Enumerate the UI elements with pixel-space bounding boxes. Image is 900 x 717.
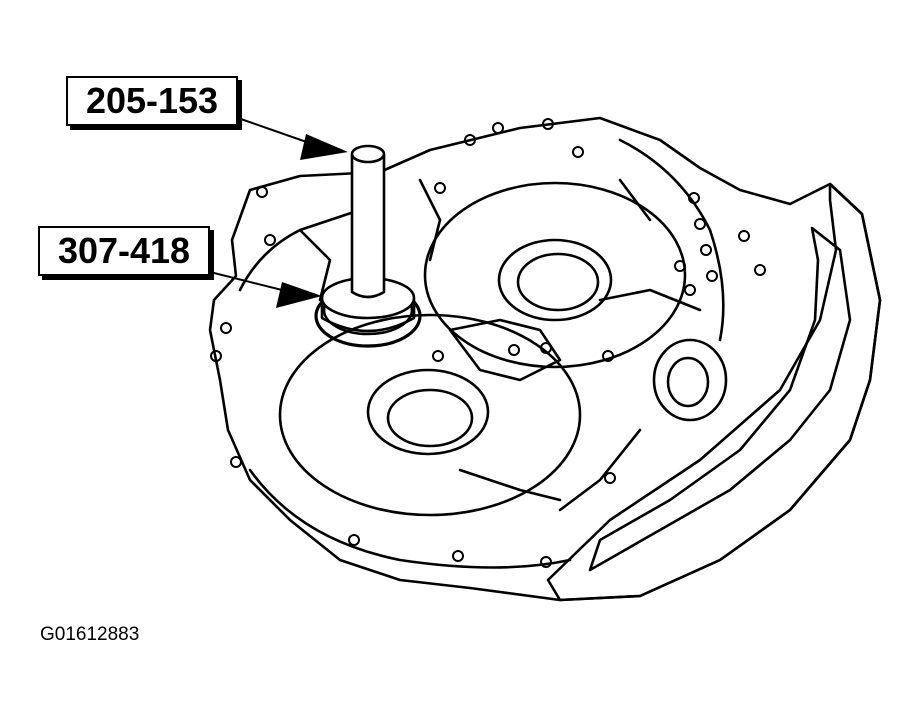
callout-205-153: 205-153 bbox=[66, 76, 238, 126]
lower-bore-mid bbox=[366, 368, 490, 456]
upper-bore-mid bbox=[497, 238, 613, 322]
plate-bore-inner bbox=[666, 356, 710, 408]
callout-label: 307-418 bbox=[57, 230, 191, 271]
callout-label: 205-153 bbox=[85, 80, 219, 121]
arrowhead-upper bbox=[300, 134, 348, 160]
bolt-holes bbox=[210, 118, 766, 568]
upper-bore-inner bbox=[516, 252, 600, 312]
lower-bore-inner bbox=[386, 388, 474, 448]
leader-line-lower bbox=[209, 271, 291, 293]
lower-bore-outer bbox=[278, 313, 582, 517]
side-flange-inner bbox=[588, 226, 852, 572]
plate-bore-outer bbox=[652, 338, 728, 422]
upper-bore-outer bbox=[423, 181, 687, 369]
side-flange-plate bbox=[546, 182, 882, 602]
case-ribs bbox=[298, 178, 702, 512]
callout-307-418: 307-418 bbox=[38, 226, 210, 276]
installer-cup bbox=[320, 298, 416, 333]
driver-handle bbox=[350, 153, 386, 299]
arrowhead-lower bbox=[276, 282, 322, 308]
figure-id: G01612883 bbox=[40, 624, 140, 645]
driver-handle-top bbox=[350, 144, 386, 164]
